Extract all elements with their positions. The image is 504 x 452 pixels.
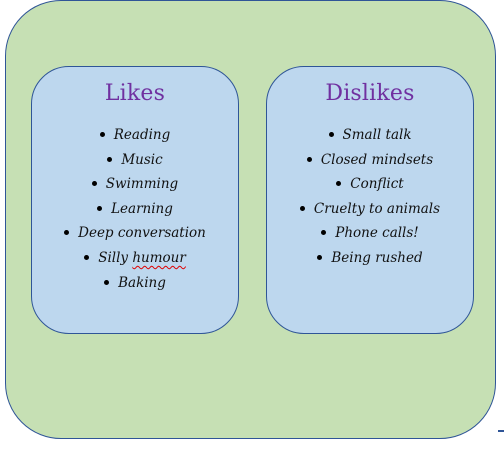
list-item: Deep conversation: [32, 221, 238, 246]
bullet-icon: [328, 132, 334, 137]
list-item: Baking: [32, 271, 238, 296]
list-item: Phone calls!: [267, 221, 473, 246]
bullet-icon: [104, 279, 110, 285]
list-item: Reading: [32, 123, 238, 148]
corner-mark: [498, 430, 504, 432]
likes-title: Likes: [104, 81, 166, 106]
list-item: Small talk: [267, 123, 473, 148]
likes-card: Likes Reading Music Swimming Learning De…: [31, 66, 239, 334]
bullet-icon: [317, 254, 323, 260]
bullet-icon: [97, 205, 103, 211]
bullet-icon: [299, 205, 305, 211]
bullet-icon: [84, 254, 90, 260]
dislikes-title: Dislikes: [325, 81, 415, 106]
bullet-icon: [107, 156, 113, 162]
list-item: Being rushed: [267, 246, 473, 271]
dislikes-card: Dislikes Small talk Closed mindsets Conf…: [266, 66, 474, 334]
list-item: Swimming: [32, 172, 238, 197]
bullet-icon: [336, 181, 342, 187]
bullet-icon: [306, 156, 312, 162]
bullet-icon: [91, 181, 97, 187]
list-item: Silly humour: [32, 246, 238, 271]
bullet-icon: [321, 230, 327, 236]
bullet-icon: [64, 230, 70, 236]
list-item: Cruelty to animals: [267, 197, 473, 222]
list-item: Conflict: [267, 172, 473, 197]
list-item: Learning: [32, 197, 238, 222]
list-item: Music: [32, 148, 238, 173]
list-item: Closed mindsets: [267, 148, 473, 173]
dislikes-list: Small talk Closed mindsets Conflict Crue…: [267, 123, 473, 271]
spellcheck-underlined-word: humour: [132, 249, 186, 266]
likes-list: Reading Music Swimming Learning Deep con…: [32, 123, 238, 295]
bullet-icon: [99, 132, 105, 137]
